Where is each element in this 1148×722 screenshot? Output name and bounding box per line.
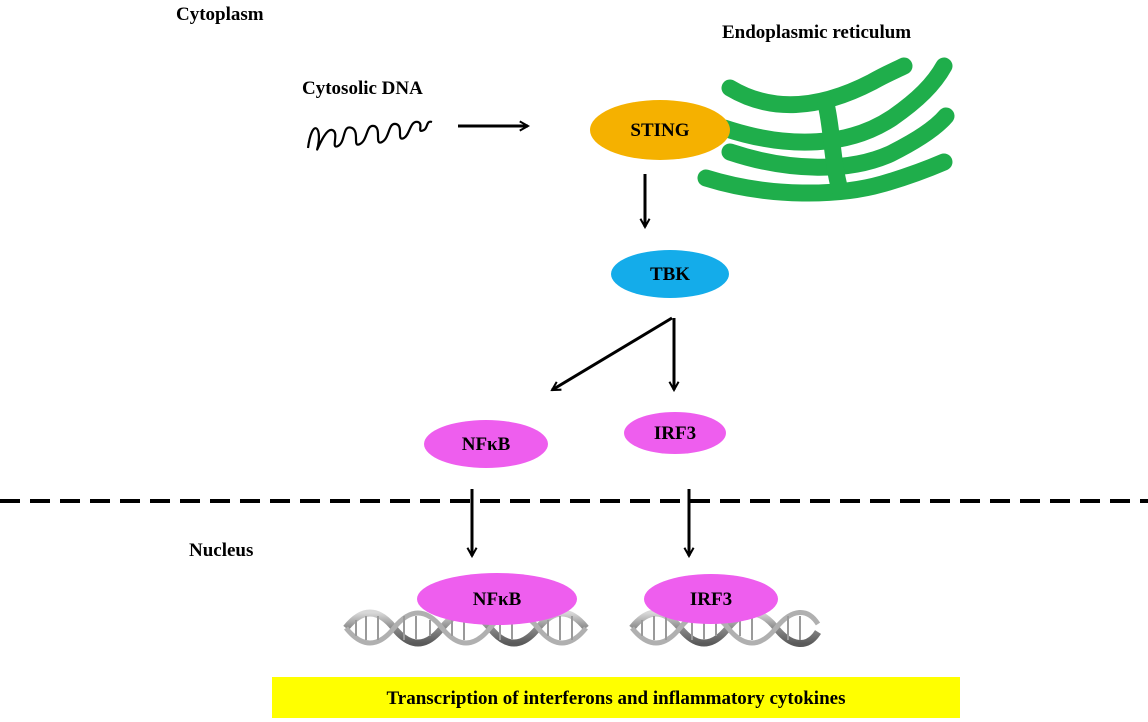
nfkb-nuclear-label: NFκB [473,589,522,610]
endoplasmic-reticulum-shape [697,57,955,202]
tbk-label: TBK [650,264,690,285]
nfkb-node [424,420,548,468]
cytosolic-dna-coil-icon [306,120,433,151]
sting-label: STING [630,120,689,141]
er-label: Endoplasmic reticulum [722,22,911,43]
irf3-label: IRF3 [654,423,696,444]
sting-node [590,100,730,160]
nfkb-label: NFκB [462,434,511,455]
cytosolic-dna-label: Cytosolic DNA [302,78,423,99]
tbk-node [611,250,729,298]
irf3-nuclear-label: IRF3 [690,589,732,610]
irf3-node [624,412,726,454]
nfkb-nuclear-node [417,573,577,625]
nucleus-label: Nucleus [189,540,253,561]
cytoplasm-label: Cytoplasm [176,4,264,25]
irf3-nuclear-node [644,574,778,624]
transcription-banner [272,677,960,718]
tbk-to-nfkb-arrow [552,316,673,392]
transcription-banner-text: Transcription of interferons and inflamm… [387,688,846,709]
